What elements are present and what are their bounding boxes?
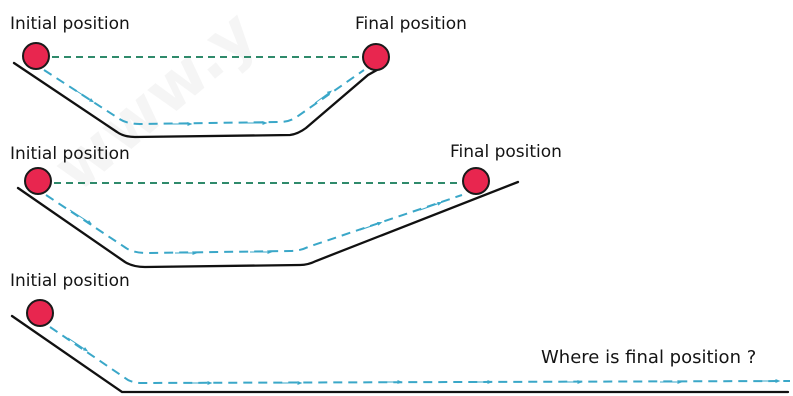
final-position-question-label: Where is final position ? [541, 347, 757, 368]
motion-path-3 [49, 326, 791, 385]
track-3 [10, 314, 790, 394]
track-2 [16, 180, 520, 269]
motion-arrow-1d [314, 90, 333, 104]
motion-path-1 [43, 69, 365, 126]
track-1 [12, 61, 388, 139]
initial-position-label-1: Initial position [10, 14, 130, 34]
ball-initial-2 [24, 167, 52, 195]
final-position-label-2: Final position [450, 142, 562, 162]
final-position-label-1: Final position [355, 14, 467, 34]
ball-initial-1 [22, 42, 50, 70]
motion-arrow-2a [69, 209, 93, 225]
panel-3 [10, 299, 791, 394]
motion-arrow-2d [359, 221, 383, 231]
panel-2 [16, 167, 520, 269]
motion-arrow-3a [67, 337, 89, 352]
motion-path-2 [45, 194, 463, 255]
motion-arrow-2e [419, 201, 443, 211]
ball-final-2 [462, 167, 490, 195]
panel-1 [12, 42, 390, 139]
ball-initial-3 [26, 299, 54, 327]
initial-position-label-2: Initial position [10, 144, 130, 164]
initial-position-label-3: Initial position [10, 271, 130, 291]
motion-arrow-1a [71, 87, 95, 103]
ball-final-1 [362, 43, 390, 71]
